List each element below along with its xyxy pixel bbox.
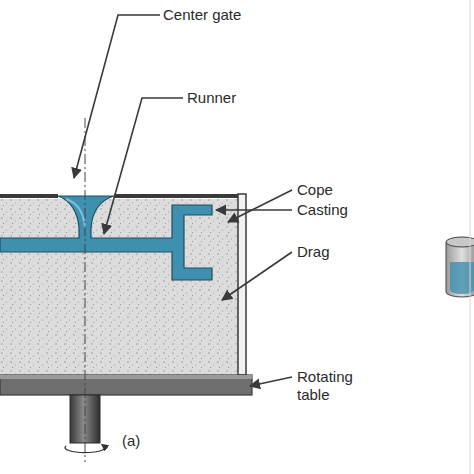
part-label: Drag: [297, 243, 330, 261]
metal-highlight: [66, 199, 85, 228]
leader-line: [250, 377, 292, 386]
leader-line: [104, 98, 183, 234]
part-label: Rotating table: [297, 368, 369, 404]
figure-label: (a): [122, 432, 140, 450]
part-label: Casting: [297, 201, 348, 219]
sand-mould: [0, 199, 240, 375]
frame-line: [470, 0, 471, 474]
table-highlight: [0, 375, 252, 379]
leader-line: [216, 209, 292, 211]
part-label: Runner: [187, 89, 236, 107]
part-label: Cope: [297, 181, 333, 199]
rotation-axis: [85, 118, 86, 462]
leader-line: [228, 190, 292, 222]
molten-metal: [0, 196, 212, 280]
leader-line: [74, 15, 160, 178]
rotating-table: [0, 375, 252, 395]
part-label: Center gate: [163, 6, 241, 24]
flask-top: [0, 194, 246, 198]
leader-line: [222, 252, 292, 300]
